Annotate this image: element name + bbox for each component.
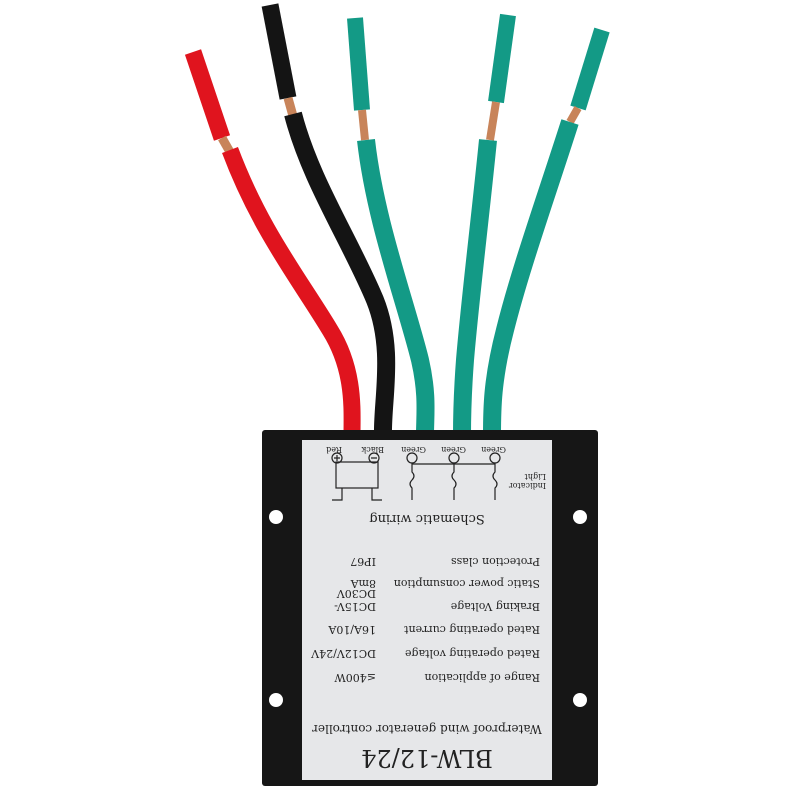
- mounting-hole: [573, 693, 587, 707]
- spec-label-text: Protection class: [450, 555, 540, 568]
- spec-value: ≤400W: [334, 671, 376, 684]
- mounting-hole: [573, 510, 587, 524]
- green-wire-1: [357, 138, 435, 436]
- green-wire-1: [347, 17, 370, 111]
- red-wire: [222, 147, 361, 436]
- indicator-light-label: Indicator Light: [508, 472, 546, 490]
- spec-label-text: Static power consumption: [393, 577, 540, 590]
- model-name: BLW-12/24: [361, 744, 493, 772]
- terminal-label-black: Black: [361, 445, 384, 454]
- green-wire-2: [453, 139, 497, 436]
- terminal-label-green: Green: [441, 445, 466, 454]
- spec-row: Range of application ≤400W: [308, 670, 540, 684]
- spec-row: Static power consumption 8mA: [308, 576, 540, 590]
- spec-value: DC15V-DC30V: [334, 587, 376, 613]
- spec-row: Rated operating voltage DC12V/24V: [308, 646, 540, 660]
- spec-value: DC12V/24V: [311, 647, 376, 660]
- mounting-hole: [269, 693, 283, 707]
- green-wire-3: [570, 27, 610, 111]
- spec-label-text: Rated operating voltage: [405, 647, 540, 660]
- green-wire-2: [488, 13, 516, 104]
- green-wire-3: [483, 119, 579, 436]
- spec-row: Braking Voltage DC15V-DC30V: [308, 587, 540, 613]
- terminal-label-red: Red: [326, 445, 342, 454]
- terminal-label-green: Green: [401, 445, 426, 454]
- spec-value: 8mA: [350, 577, 376, 590]
- terminal-icon: [406, 452, 418, 464]
- terminal-label-green: Green: [481, 445, 506, 454]
- rectifier-icon: [335, 461, 379, 489]
- spec-label-text: Rated operating current: [404, 623, 540, 636]
- red-wire-copper: [218, 135, 234, 155]
- spec-value: 16A/10A: [328, 623, 376, 636]
- schematic-title: Schematic wiring: [369, 511, 485, 526]
- spec-label: BLW-12/24 Waterproof wind generator cont…: [302, 440, 552, 780]
- spec-row: Rated operating current 16A/10A: [308, 622, 540, 636]
- red-wire: [184, 49, 231, 141]
- green-wire-copper: [486, 101, 500, 141]
- black-wire-copper: [283, 96, 298, 118]
- green-wire-copper: [358, 109, 369, 141]
- spec-label-text: Braking Voltage: [450, 600, 540, 613]
- terminal-icon: [489, 452, 501, 464]
- green-wire-copper: [566, 106, 582, 124]
- spec-value: IP67: [350, 555, 376, 568]
- product-description: Waterproof wind generator controller: [312, 722, 542, 736]
- black-wire: [284, 111, 396, 436]
- mounting-hole: [269, 510, 283, 524]
- wiring-diagram: [331, 452, 501, 501]
- spec-row: Protection class IP67: [308, 554, 540, 568]
- spec-label-text: Range of application: [424, 671, 540, 684]
- black-wire: [261, 3, 297, 100]
- terminal-icon: [448, 452, 460, 464]
